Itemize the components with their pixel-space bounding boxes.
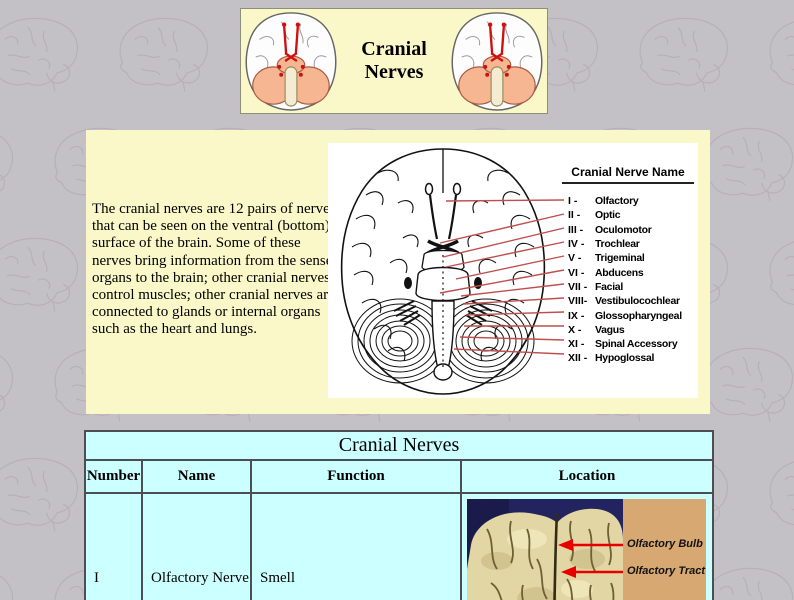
nerve-roman: X - [568, 323, 582, 336]
nerve-name: Trochlear [595, 238, 640, 251]
nerve-label-3: III - Oculomotor [568, 223, 696, 237]
brain-diagram-panel: Cranial Nerve Name I - Olfactory II - Opti… [328, 143, 698, 398]
nerve-label-6: VI - Abducens [568, 265, 696, 279]
brain-ventral-icon-right [451, 12, 543, 111]
nerve-label-8: VIII- Vestibulocochlear [568, 294, 696, 308]
col-header-location: Location [459, 459, 715, 494]
ventral-brain-diagram [340, 148, 565, 395]
intro-paragraph: The cranial nerves are 12 pairs of nerve… [92, 201, 336, 338]
brain-watermark [695, 120, 794, 209]
nerve-roman: VI - [568, 266, 585, 279]
nerve-name: Trigeminal [595, 252, 645, 265]
col-header-function: Function [250, 459, 462, 494]
brain-watermark [0, 450, 84, 539]
brain-watermark [760, 450, 794, 539]
cranial-nerves-table: Cranial Nerves Number Name Function Loca… [83, 430, 715, 600]
table-title: Cranial Nerves [83, 430, 715, 461]
nerve-name: Abducens [595, 266, 644, 279]
nerve-roman: IV - [568, 238, 585, 251]
nerve-label-10: X - Vagus [568, 323, 696, 337]
nerve-name: Optic [595, 209, 621, 222]
olfactory-tract-arrow [561, 566, 623, 578]
cell-name: Olfactory Nerve [141, 492, 252, 600]
brain-ventral-icon-left [245, 12, 337, 111]
nerve-name: Facial [595, 280, 623, 293]
nerve-roman: III - [568, 223, 584, 236]
nerve-roman: V - [568, 252, 582, 265]
cell-location: Olfactory Bulb Olfactory Tract [459, 492, 715, 600]
nerve-name: Hypoglossal [595, 352, 655, 365]
brain-watermark [695, 340, 794, 429]
nerve-label-5: V - Trigeminal [568, 251, 696, 265]
nerve-name: Olfactory [595, 195, 639, 208]
cranial-nerve-list: I - Olfactory II - Optic III - Oculomotor I… [568, 194, 696, 366]
nerve-roman: VII - [568, 280, 588, 293]
intro-panel: The cranial nerves are 12 pairs of nerve… [86, 130, 710, 414]
nerve-label-7: VII - Facial [568, 280, 696, 294]
brain-watermark [760, 230, 794, 319]
page-title: Cranial Nerves [361, 38, 427, 83]
col-header-number: Number [84, 459, 143, 494]
photo-label-olfactory-tract: Olfactory Tract [627, 565, 706, 577]
olfactory-bulb-arrow [558, 539, 623, 551]
brain-watermark [0, 560, 19, 600]
cell-function: Smell [250, 492, 462, 600]
brain-photo-art [467, 499, 706, 600]
nerve-label-11: XI - Spinal Accessory [568, 337, 696, 351]
table-row: I Olfactory Nerve Smell [84, 492, 715, 600]
nerve-name: Spinal Accessory [595, 338, 678, 351]
brain-watermark [0, 340, 19, 429]
brain-watermark [110, 10, 214, 99]
nerve-name: Vestibulocochlear [595, 295, 680, 308]
nerve-label-4: IV - Trochlear [568, 237, 696, 251]
banner: Cranial Nerves [240, 8, 548, 114]
nerve-name: Glossopharyngeal [595, 309, 682, 322]
brain-watermark [695, 560, 794, 600]
table-header-row: Number Name Function Location [84, 459, 715, 494]
nerve-roman: II - [568, 209, 581, 222]
nerve-roman: XII - [568, 352, 588, 365]
nerve-label-2: II - Optic [568, 208, 696, 222]
brain-watermark [0, 230, 84, 319]
olfactory-brain-photo: Olfactory Bulb Olfactory Tract [467, 499, 706, 600]
brain-watermark [760, 10, 794, 99]
nerve-roman: I - [568, 195, 578, 208]
diagram-legend-title: Cranial Nerve Name [562, 165, 694, 184]
brain-watermark [0, 120, 19, 209]
nerve-name: Oculomotor [595, 223, 652, 236]
nerve-roman: VIII- [568, 295, 588, 308]
cell-number: I [84, 492, 143, 600]
nerve-roman: IX - [568, 309, 585, 322]
brain-watermark [0, 10, 84, 99]
nerve-label-12: XII - Hypoglossal [568, 351, 696, 365]
nerve-name: Vagus [595, 323, 625, 336]
photo-label-olfactory-bulb: Olfactory Bulb [627, 538, 703, 550]
nerve-roman: XI - [568, 338, 585, 351]
nerve-label-1: I - Olfactory [568, 194, 696, 208]
brain-watermark [630, 10, 734, 99]
nerve-label-9: IX - Glossopharyngeal [568, 308, 696, 322]
col-header-name: Name [141, 459, 252, 494]
